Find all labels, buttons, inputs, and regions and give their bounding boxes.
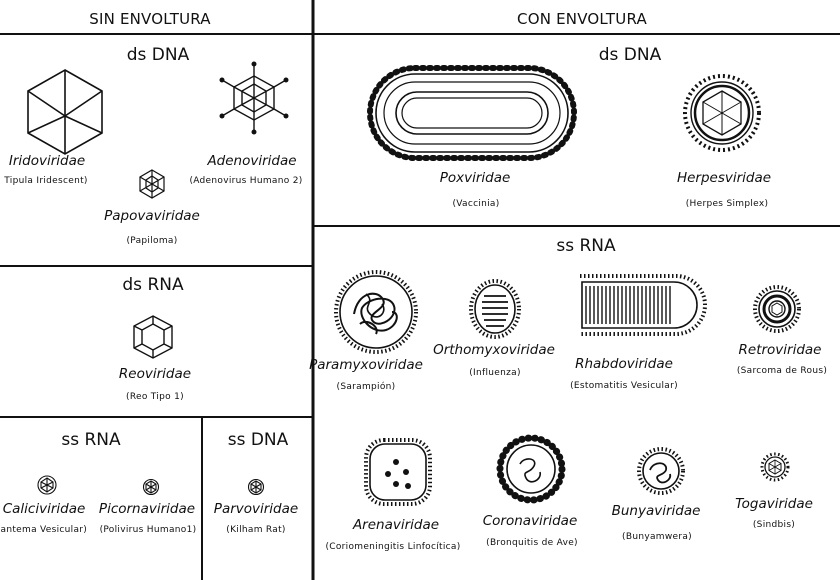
caliciviridae-icon [36, 474, 58, 496]
bunyaviridae-example: (Bunyamwera) [622, 532, 692, 542]
header-sin-envoltura: SIN ENVOLTURA [89, 10, 211, 28]
paramyxoviridae-name: Paramyxoviridae [309, 357, 423, 373]
rhabdoviridae-example: (Estomatitis Vesicular) [570, 381, 678, 391]
header-con-envoltura: CON ENVOLTURA [517, 10, 647, 28]
poxviridae-example: (Vaccinia) [452, 199, 499, 209]
picornaviridae-name: Picornaviridae [99, 501, 195, 517]
coronaviridae-example: (Bronquitis de Ave) [486, 538, 578, 548]
togaviridae-example: (Sindbis) [753, 520, 795, 530]
section-con-ssrna: ss RNA [556, 236, 615, 256]
papovaviridae-icon [136, 168, 168, 200]
iridoviridae-name: Iridoviridae [9, 153, 85, 169]
poxviridae-icon [362, 60, 582, 166]
iridoviridae-example: Tipula Iridescent) [4, 176, 87, 186]
section-con-dsdna: ds DNA [599, 45, 662, 65]
section-sin-ssdna: ss DNA [228, 430, 289, 450]
reoviridae-name: Reoviridae [119, 366, 191, 382]
coronaviridae-name: Coronaviridae [483, 513, 578, 529]
herpesviridae-example: (Herpes Simplex) [686, 199, 769, 209]
rhabdoviridae-icon [576, 270, 716, 340]
picornaviridae-example: (Polivirus Humano1) [100, 525, 197, 535]
arenaviridae-icon [362, 436, 434, 508]
reoviridae-icon [130, 314, 176, 360]
section-sin-ssrna: ss RNA [61, 430, 120, 450]
arenaviridae-name: Arenaviridae [353, 517, 439, 533]
bunyaviridae-icon [636, 446, 686, 496]
retroviridae-icon [752, 284, 802, 334]
caliciviridae-example: xantema Vesicular) [0, 525, 87, 535]
orthomyxoviridae-icon [468, 278, 522, 340]
togaviridae-name: Togaviridae [735, 496, 813, 512]
coronaviridae-icon [496, 434, 566, 504]
papovaviridae-example: (Papiloma) [126, 236, 177, 246]
paramyxoviridae-example: (Sarampión) [337, 382, 396, 392]
adenoviridae-icon [216, 60, 292, 136]
togaviridae-icon [760, 452, 790, 482]
parvoviridae-example: (Kilham Rat) [226, 525, 285, 535]
picornaviridae-icon [142, 478, 160, 496]
caliciviridae-name: Caliciviridae [3, 501, 86, 517]
section-sin-dsdna: ds DNA [127, 45, 190, 65]
arenaviridae-example: (Coriomeningitis Linfocítica) [325, 542, 460, 552]
bunyaviridae-name: Bunyaviridae [612, 503, 701, 519]
section-sin-dsrna: ds RNA [122, 275, 183, 295]
adenoviridae-example: (Adenovirus Humano 2) [189, 176, 302, 186]
paramyxoviridae-icon [332, 268, 420, 356]
papovaviridae-name: Papovaviridae [104, 208, 200, 224]
iridoviridae-icon [20, 66, 110, 156]
adenoviridae-name: Adenoviridae [207, 153, 296, 169]
reoviridae-example: (Reo Tipo 1) [126, 392, 184, 402]
rhabdoviridae-name: Rhabdoviridae [575, 356, 673, 372]
orthomyxoviridae-name: Orthomyxoviridae [433, 342, 555, 358]
poxviridae-name: Poxviridae [440, 170, 511, 186]
herpesviridae-name: Herpesviridae [677, 170, 771, 186]
parvoviridae-name: Parvoviridae [214, 501, 298, 517]
retroviridae-name: Retroviridae [739, 342, 822, 358]
orthomyxoviridae-example: (Influenza) [469, 368, 521, 378]
parvoviridae-icon [247, 478, 265, 496]
retroviridae-example: (Sarcoma de Rous) [737, 366, 827, 376]
herpesviridae-icon [682, 73, 762, 153]
